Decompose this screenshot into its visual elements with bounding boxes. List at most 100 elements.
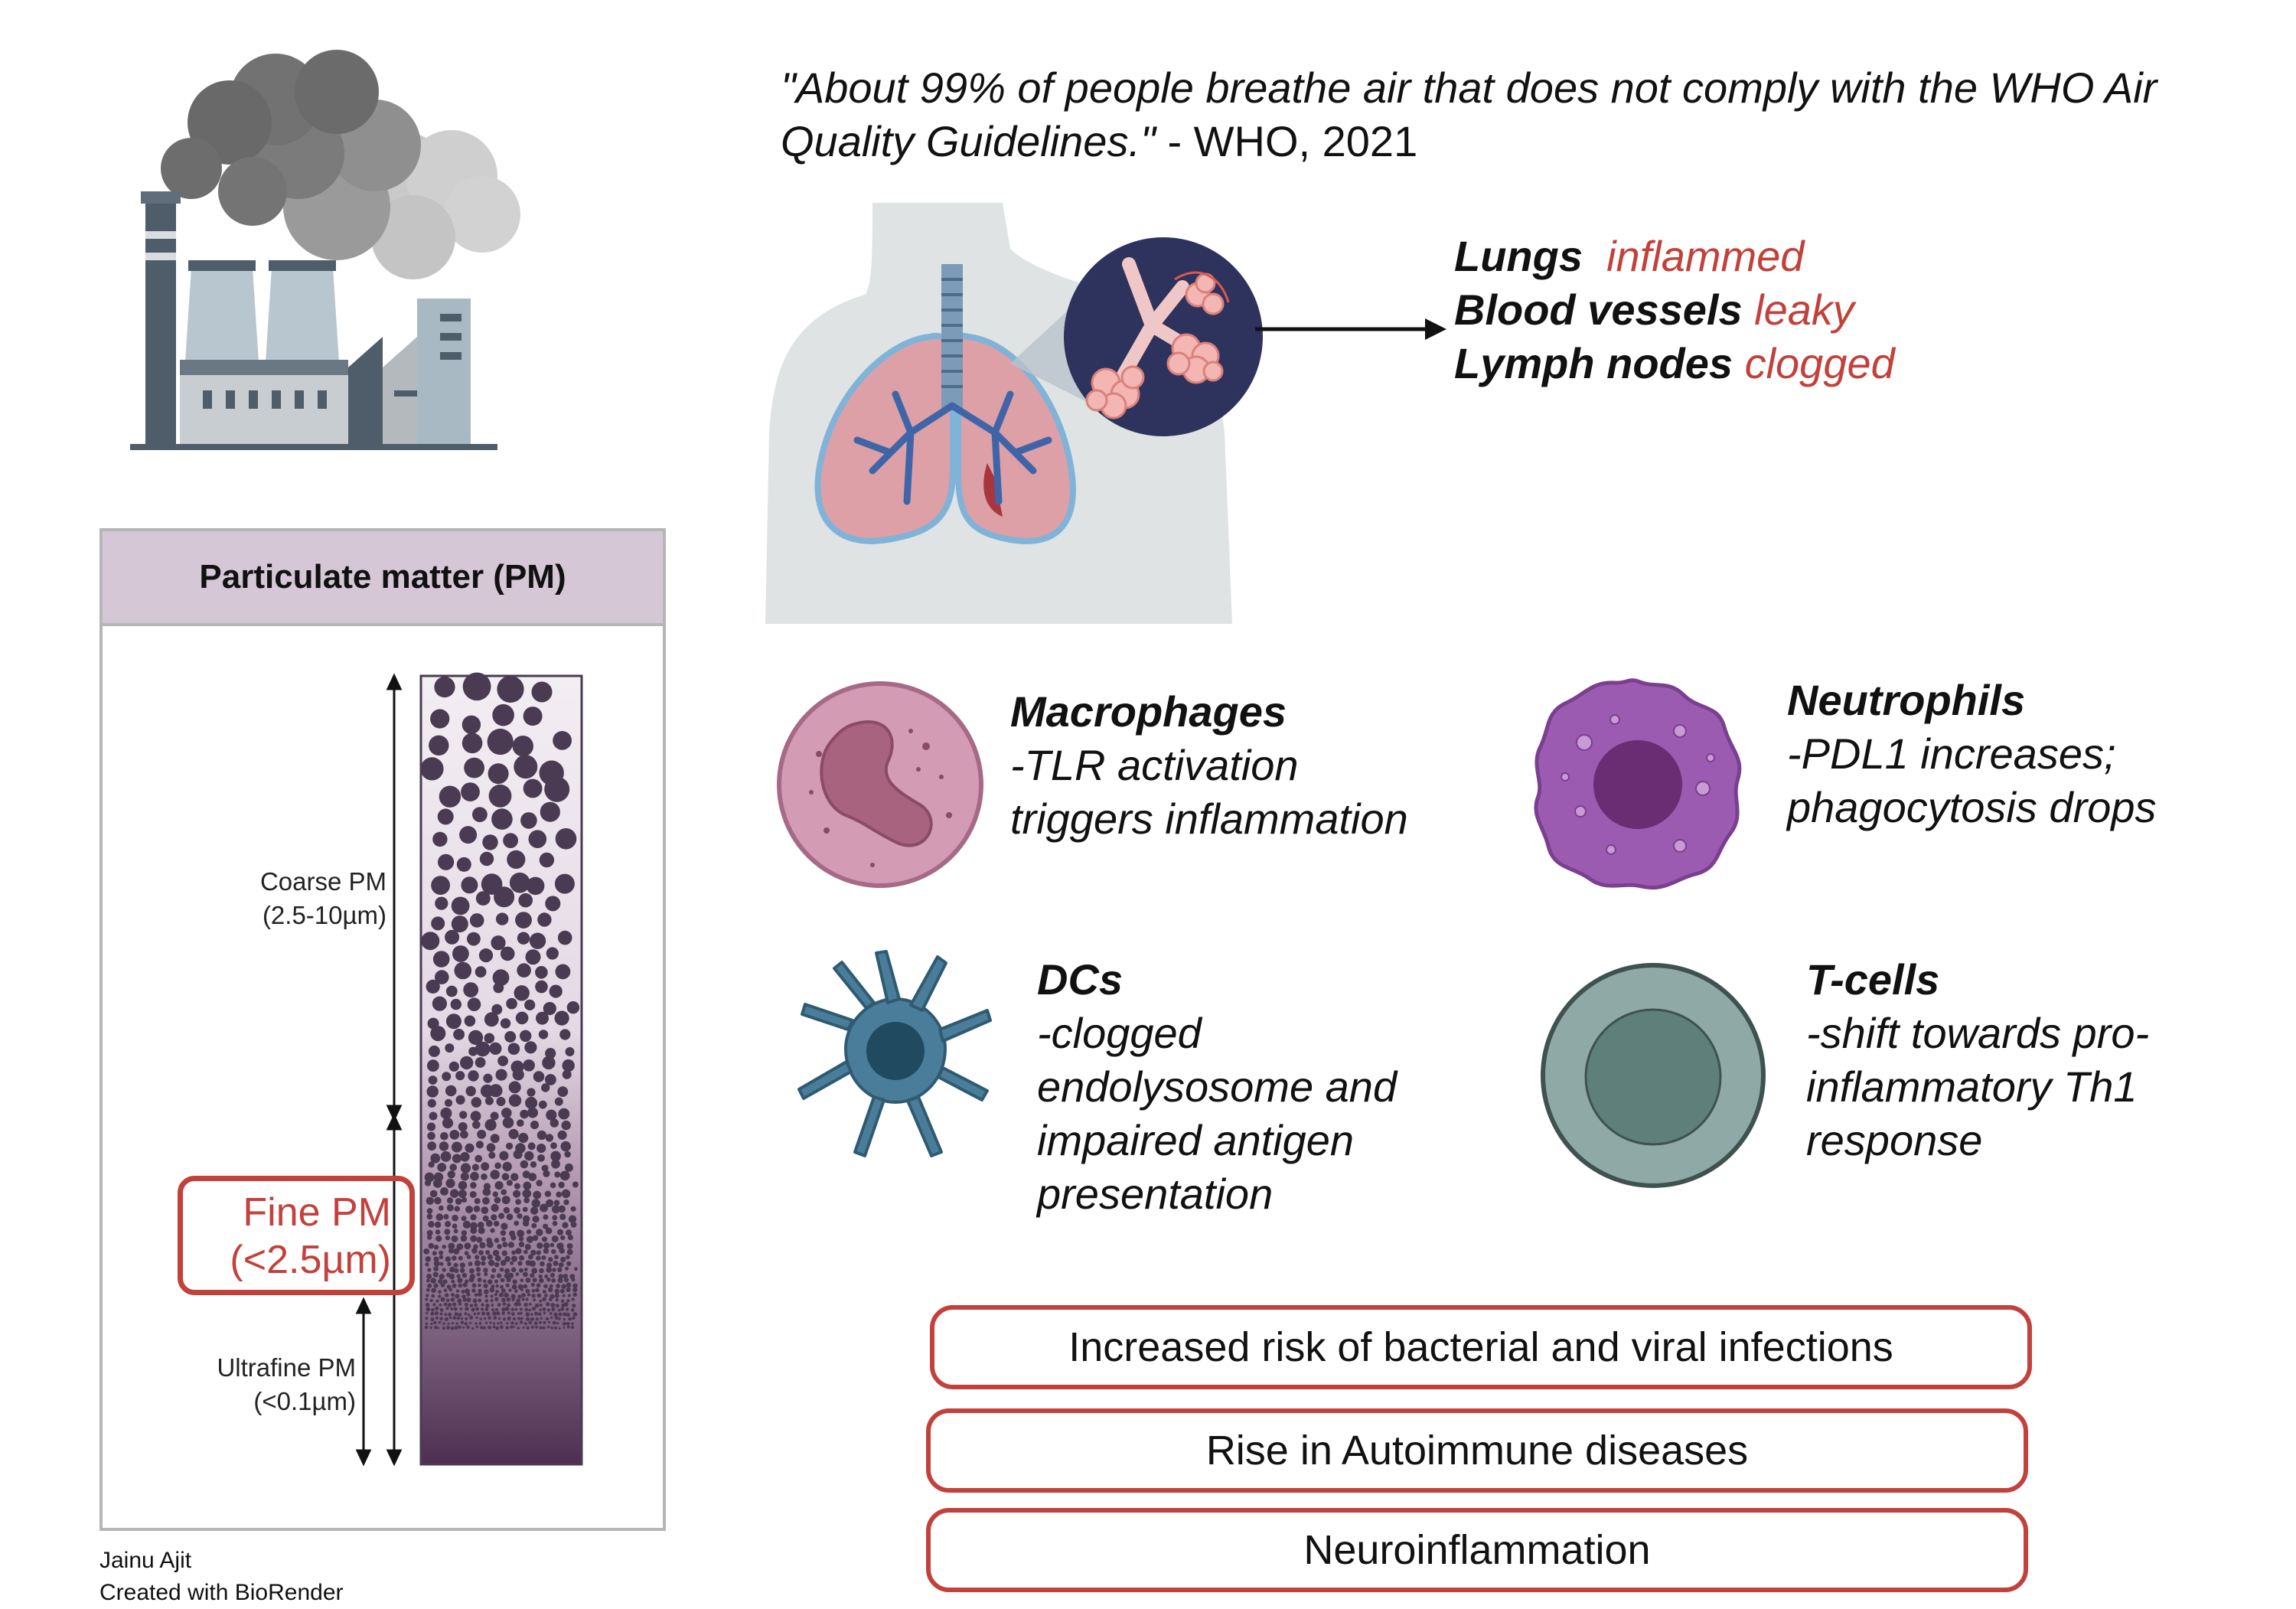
pm-particle (504, 1292, 509, 1298)
fine-pm-highlight: Fine PM (<2.5µm) (178, 1176, 415, 1295)
pm-particle (459, 826, 478, 844)
credit: Jainu Ajit Created with BioRender (99, 1545, 344, 1609)
pm-particle (426, 1122, 436, 1131)
outcome-neuroinflammation: Neuroinflammation (926, 1508, 2028, 1592)
t-cells-desc-line: response (1806, 1116, 1983, 1164)
pm-particle (427, 1283, 432, 1288)
pm-particle (570, 1325, 575, 1330)
pm-particle (513, 1190, 521, 1198)
pm-particle (514, 755, 538, 779)
pm-particle (498, 1212, 505, 1219)
pm-particle (536, 1255, 541, 1261)
pm-particle (562, 1059, 575, 1072)
pm-particle (458, 1180, 468, 1190)
pm-particle (572, 1283, 578, 1289)
pm-particle (572, 1181, 579, 1188)
pm-particle (510, 1261, 514, 1265)
pm-particle (523, 1302, 528, 1307)
chimney (145, 199, 176, 444)
pm-particle (446, 1204, 454, 1212)
pm-particle (488, 784, 512, 808)
pm-particle (507, 1043, 520, 1055)
pm-particle (570, 1222, 577, 1228)
pm-particle (511, 1298, 515, 1301)
macrophage-icon (777, 681, 983, 888)
pm-particle (474, 1293, 478, 1297)
pm-particle (477, 1129, 487, 1139)
pm-particle (496, 1097, 506, 1106)
pm-particle (440, 1132, 448, 1141)
pm-particle (571, 1278, 576, 1282)
pm-particle (444, 1313, 448, 1316)
pm-particle (493, 982, 504, 994)
pm-particle (536, 1293, 542, 1298)
pm-particle (444, 1229, 451, 1235)
pm-particle (501, 1108, 512, 1118)
pm-particle (507, 850, 526, 869)
pm-particle (438, 1205, 444, 1211)
pm-particle (511, 1312, 515, 1316)
pm-particle (435, 1316, 439, 1320)
pm-particle (482, 1196, 490, 1205)
pm-particle (545, 896, 561, 912)
pm-particle (481, 1162, 490, 1171)
pm-particle (502, 1302, 507, 1306)
pm-particle (529, 932, 546, 949)
pm-particle (491, 1268, 497, 1273)
pm-particle (502, 1317, 507, 1321)
pm-particle (478, 948, 494, 963)
pm-particle (500, 1259, 507, 1266)
pm-particle (525, 1297, 529, 1301)
pm-particle (508, 1128, 519, 1140)
pm-particle (506, 1213, 514, 1220)
pm-particle (475, 1141, 484, 1149)
pm-particle (474, 1260, 481, 1267)
pm-particle (512, 1069, 524, 1081)
pm-particle (530, 1161, 537, 1168)
pm-particle (495, 1326, 499, 1330)
pm-particle (500, 1321, 503, 1324)
pm-particle (465, 1279, 469, 1284)
pm-particle (543, 1248, 550, 1254)
pm-particle (461, 1216, 467, 1222)
pm-particle (528, 1308, 531, 1312)
pm-particle (512, 1279, 517, 1284)
pm-particle (511, 1284, 517, 1290)
pm-particle (430, 1322, 433, 1326)
pm-particle (438, 1294, 442, 1298)
pm-particle (484, 1033, 495, 1044)
pm-particle (518, 1132, 529, 1144)
pm-particle (554, 1010, 569, 1026)
pm-particle (536, 1144, 546, 1154)
pm-particle (486, 1241, 494, 1248)
pm-particle (451, 915, 468, 933)
ultrafine-pm-label: Ultrafine PM (<0.1µm) (122, 1351, 356, 1418)
pm-particle (531, 1268, 538, 1274)
pm-particle (494, 1255, 501, 1261)
pm-particle (424, 1180, 432, 1186)
pm-particle (472, 1121, 481, 1129)
pm-particle (563, 1274, 569, 1279)
t-cell-icon (1541, 963, 1766, 1188)
pm-particle (543, 1214, 549, 1220)
pm-particle (500, 946, 515, 961)
pm-particle (555, 964, 571, 980)
pm-particle (491, 1308, 494, 1312)
pm-particle (546, 947, 559, 960)
pm-particle (520, 1288, 523, 1291)
pm-particle (427, 1059, 439, 1072)
pm-particle (488, 1325, 491, 1330)
pm-particle (485, 1250, 491, 1255)
pm-particle (453, 1248, 460, 1255)
pm-particle (463, 982, 479, 997)
pm-particle (558, 1317, 561, 1320)
pm-particle (517, 1312, 520, 1315)
pm-particle (475, 1255, 480, 1260)
organ-row-lungs: Lungs inflammed (1454, 230, 1895, 283)
pm-particle (432, 1303, 436, 1307)
coarse-range-arrow (386, 673, 403, 1122)
pm-particle (471, 1288, 476, 1293)
pm-particle (490, 1134, 500, 1144)
pm-particle (520, 1160, 529, 1169)
pm-particle (544, 1190, 552, 1197)
